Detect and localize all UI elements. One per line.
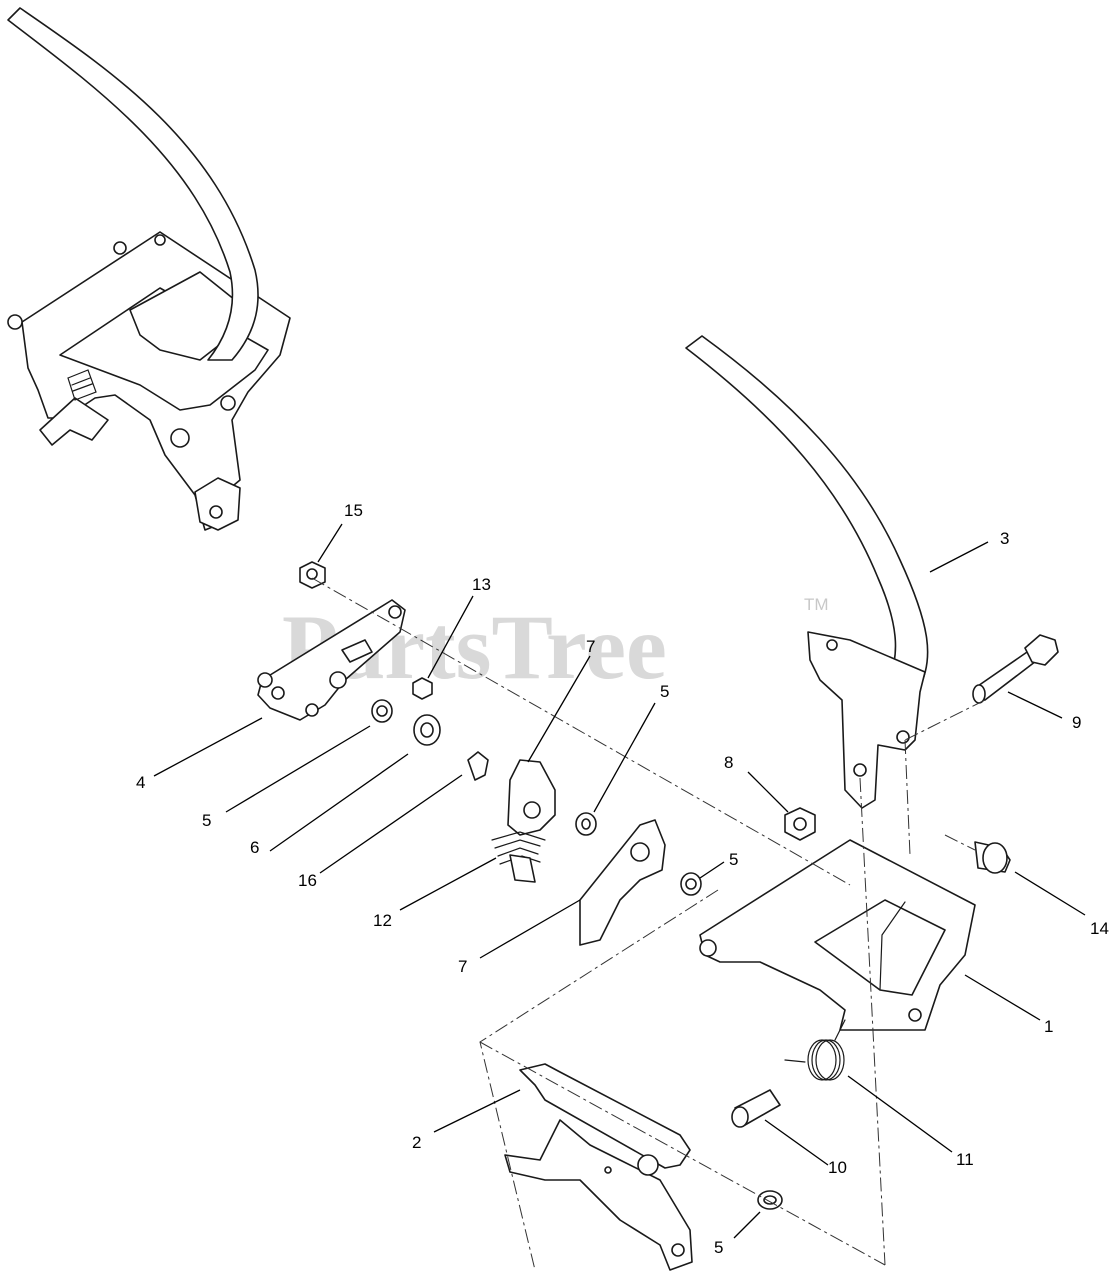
- callout-5-middle: 5: [660, 682, 669, 701]
- assembled-lever-view: [7, 7, 291, 531]
- callout-labels: 15 13 7 5 3 9 8 4 5 6 16 5 12 14 7 1 2 1…: [136, 501, 1109, 1257]
- part-10-bushing: [731, 1089, 781, 1128]
- part-5-bushing-bottom: [757, 1190, 783, 1210]
- callout-6: 6: [250, 838, 259, 857]
- callout-5-right: 5: [729, 850, 738, 869]
- callout-10: 10: [828, 1158, 847, 1177]
- callout-11: 11: [956, 1150, 974, 1169]
- part-6-washer: [413, 714, 441, 746]
- part-5-spacer-right: [680, 872, 702, 896]
- callout-15: 15: [344, 501, 363, 520]
- part-1-mount-plate: [699, 839, 976, 1031]
- callout-8: 8: [724, 753, 733, 772]
- callout-7-upper: 7: [586, 637, 595, 656]
- trademark-mark: TM: [804, 595, 829, 614]
- part-16-clip: [467, 751, 489, 781]
- callout-5-bottom: 5: [714, 1238, 723, 1257]
- callout-16: 16: [298, 871, 317, 890]
- callout-4: 4: [136, 773, 145, 792]
- part-4-plate: [257, 599, 406, 721]
- callout-5-left: 5: [202, 811, 211, 830]
- part-9-bolt: [972, 634, 1059, 704]
- part-3-handle: [685, 335, 929, 809]
- callout-14: 14: [1090, 919, 1109, 938]
- callout-13: 13: [472, 575, 491, 594]
- callout-2: 2: [412, 1133, 421, 1152]
- leader-lines: [153, 523, 1086, 1239]
- part-14-pin: [974, 841, 1011, 874]
- callout-3: 3: [1000, 529, 1009, 548]
- part-5-spacer-left: [371, 699, 393, 723]
- callout-12: 12: [373, 911, 392, 930]
- part-11-spring: [784, 1019, 846, 1081]
- part-5-spacer-middle: [575, 812, 597, 836]
- part-7-lever-lower: [579, 819, 666, 946]
- part-13-nut: [412, 677, 433, 700]
- part-2-pivot-arm: [504, 1063, 693, 1271]
- callout-7-lower: 7: [458, 957, 467, 976]
- part-15-nut: [299, 561, 326, 589]
- callout-1: 1: [1044, 1017, 1053, 1036]
- part-7-lever-upper: [507, 759, 556, 836]
- part-8-nut: [784, 807, 816, 841]
- part-12-spring: [491, 831, 546, 883]
- assembly-lines: [311, 577, 986, 1271]
- callout-9: 9: [1072, 713, 1081, 732]
